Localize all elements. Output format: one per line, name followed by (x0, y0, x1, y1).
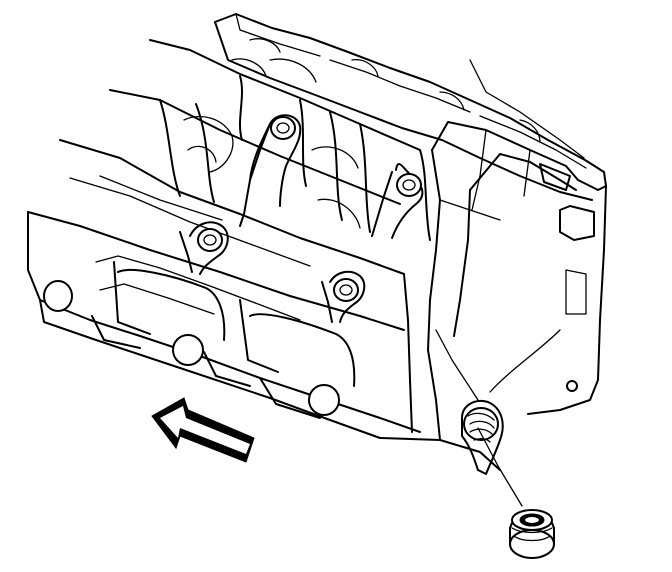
upper-cylinder-bores (159, 58, 431, 241)
top-deck-flange (214, 13, 607, 201)
pan-rail-port-2 (172, 334, 204, 366)
main-bearing-cap-3 (179, 221, 229, 275)
main-bearing-cap-2 (371, 163, 424, 239)
drain-hole-boss (461, 400, 504, 475)
block-body-lines (27, 39, 421, 331)
main-bearing-cap-4 (321, 270, 366, 323)
main-bearing-cap-1 (239, 114, 302, 227)
rear-block-face (379, 121, 607, 471)
pan-rail-port-1 (43, 280, 73, 312)
pan-rail-pocket-2 (249, 313, 356, 387)
pan-rail-port-3 (308, 384, 340, 416)
pan-rail-pocket-1 (117, 269, 226, 341)
leader-line (435, 329, 523, 507)
front-direction-arrow (151, 397, 255, 463)
drain-plug (509, 509, 555, 559)
